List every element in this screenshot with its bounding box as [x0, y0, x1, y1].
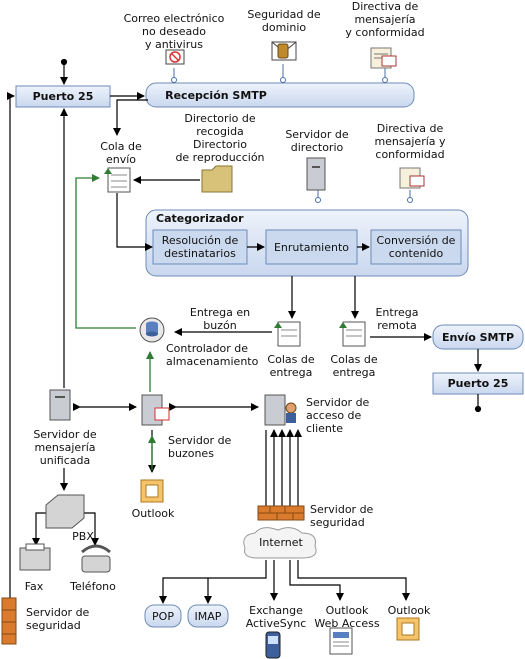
routing-label: Enrutamiento [273, 240, 350, 254]
conversion-box [370, 229, 462, 265]
eas-label: Exchange ActiveSync [245, 604, 307, 630]
spam-label: Correo electrónico no deseado y antiviru… [123, 12, 225, 51]
delivery-queues-label-1: Colas de entrega [267, 353, 315, 379]
outlook-label-1: Outlook [131, 507, 175, 520]
domain-security-label: Seguridad de dominio [247, 8, 321, 34]
messaging-policy-label: Directiva de mensajería y conformidad [345, 0, 425, 39]
outlook-icon [140, 479, 164, 503]
pbx-icon [45, 494, 85, 529]
outlook-icon-2 [396, 617, 420, 641]
delivery-queue-icon-1 [274, 321, 301, 347]
no-spam-icon [165, 49, 185, 83]
owa-label: Outlook Web Access [314, 604, 380, 630]
messaging-policy-icon-2 [399, 167, 425, 203]
cas-server-icon [264, 394, 297, 426]
delivery-queue-icon-2 [339, 321, 366, 347]
resolver-label: Resolución de destinatarios [161, 234, 239, 260]
pickup-replay-label: Directorio de recogida Directorio de rep… [175, 112, 265, 164]
firewall-icon-2 [1, 597, 17, 645]
directory-server-icon [306, 157, 326, 203]
imap-label: IMAP [194, 609, 222, 623]
routing-box [265, 229, 358, 265]
submission-queue-label: Cola de envío [100, 140, 142, 166]
remote-delivery-label: Entrega remota [375, 306, 419, 332]
pop-label: POP [152, 609, 174, 623]
cas-server-label: Servidor de acceso de cliente [306, 396, 370, 435]
connectors [7, 58, 482, 625]
delivery-queues-label-2: Colas de entrega [330, 353, 378, 379]
submission-queue-icon [104, 167, 131, 193]
imap-box [187, 604, 229, 628]
owa-icon [329, 627, 353, 655]
smtp-send-label: Envío SMTP [441, 330, 515, 344]
conversion-label: Conversión de contenido [376, 234, 456, 260]
fax-label: Fax [24, 580, 44, 593]
mailbox-server-label: Servidor de buzones [168, 434, 232, 460]
port25-right-label: Puerto 25 [447, 377, 509, 390]
messaging-policy-icon [370, 47, 397, 83]
security-server-label-1: Servidor de seguridad [310, 503, 374, 529]
smtp-receive-label: Recepción SMTP [165, 88, 267, 102]
outlook-label-2: Outlook [387, 604, 431, 617]
green-connectors [75, 174, 156, 470]
phone-label: Teléfono [70, 580, 116, 593]
mailbox-server-icon [141, 394, 170, 426]
pop-box [144, 604, 182, 628]
security-server-label-2: Servidor de seguridad [26, 606, 90, 632]
store-driver-label: Controlador de almacenamiento [166, 342, 259, 368]
directory-server-label: Servidor de directorio [285, 128, 349, 154]
internet-label: Internet [259, 536, 303, 549]
phone-icon [81, 544, 111, 573]
mailbox-delivery-label: Entrega en buzón [189, 306, 251, 332]
internet-cloud-icon [243, 527, 317, 559]
pbx-label: PBX [72, 530, 94, 543]
folder-icon [201, 165, 233, 193]
mobile-icon [265, 631, 281, 659]
port25-left-label: Puerto 25 [32, 90, 94, 103]
firewall-icon [257, 505, 305, 521]
smtp-receive-box [145, 82, 415, 108]
categorizer-title: Categorizador [156, 212, 244, 225]
store-driver-icon [139, 317, 165, 343]
um-server-label: Servidor de mensajería unificada [33, 428, 97, 467]
messaging-policy-label-2: Directiva de mensajería y conformidad [374, 122, 446, 161]
domain-security-icon [271, 41, 297, 83]
um-server-icon [49, 389, 71, 421]
fax-icon [19, 543, 51, 571]
